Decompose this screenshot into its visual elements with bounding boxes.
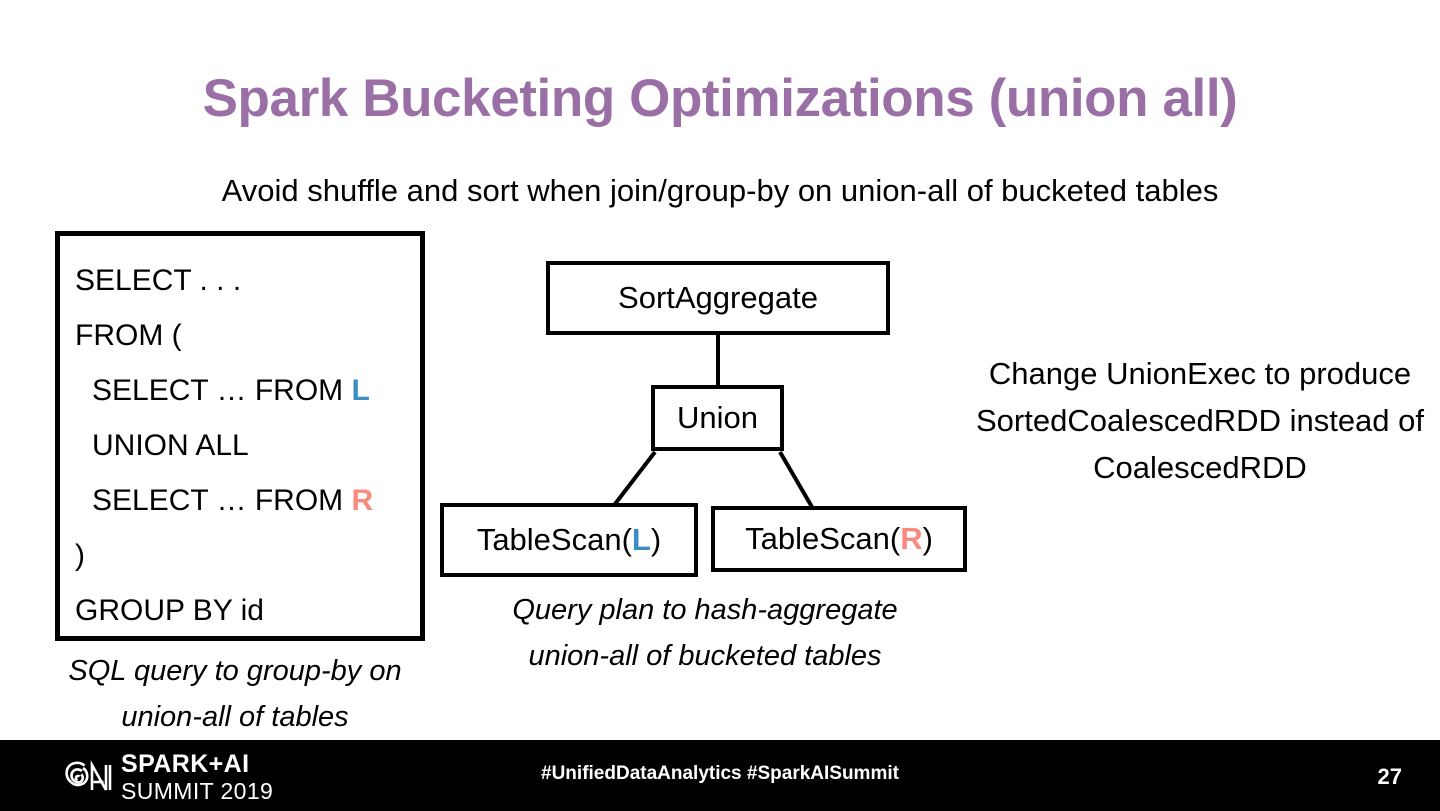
- plan-diagram-caption: Query plan to hash-aggregate union-all o…: [512, 594, 898, 672]
- plan-connector-lines: [613, 334, 814, 509]
- query-plan-diagram: [430, 250, 990, 590]
- side-note-text: Change UnionExec to produce SortedCoales…: [975, 356, 1425, 485]
- plan-node-tablescan-left[interactable]: TableScan(L): [440, 503, 698, 577]
- logo-line-summit: SUMMIT 2019: [121, 778, 274, 804]
- plan-node-union[interactable]: Union: [651, 385, 784, 451]
- plan-node-sortaggregate[interactable]: SortAggregate: [546, 261, 890, 335]
- sql-line-text: SELECT … FROM: [92, 374, 352, 407]
- plan-node-label: ): [650, 522, 662, 557]
- page-number: 27: [1377, 764, 1402, 789]
- plan-node-label: TableScan(: [476, 522, 632, 557]
- sql-query-panel: SELECT . . . FROM ( SELECT … FROM L UNIO…: [55, 231, 425, 641]
- sql-code-block: SELECT . . . FROM ( SELECT … FROM L UNIO…: [75, 253, 416, 638]
- plan-node-label: ): [922, 521, 933, 556]
- sql-line: GROUP BY id: [75, 594, 264, 627]
- sql-line: SELECT . . .: [75, 264, 242, 297]
- sql-line-text: SELECT … FROM: [92, 484, 352, 517]
- sql-line: FROM (: [75, 319, 182, 352]
- logo-wordmark: SPARK+AI SUMMIT 2019: [121, 752, 273, 803]
- sql-line: ): [75, 539, 85, 572]
- slide-subtitle: Avoid shuffle and sort when join/group-b…: [221, 173, 1219, 208]
- spark-ai-summit-logo: SPARK+AI SUMMIT 2019: [62, 752, 273, 803]
- sql-line: SELECT … FROM R: [75, 473, 416, 528]
- table-token-r: R: [900, 521, 923, 556]
- table-token-l: L: [351, 374, 370, 407]
- sql-line: SELECT … FROM L: [75, 363, 416, 418]
- footer-bar: SPARK+AI SUMMIT 2019 #UnifiedDataAnalyti…: [0, 740, 1440, 811]
- table-token-l: L: [631, 522, 651, 557]
- sql-line: UNION ALL: [92, 429, 249, 462]
- page-title: Spark Bucketing Optimizations (union all…: [202, 69, 1238, 128]
- plan-node-label: TableScan(: [745, 521, 901, 556]
- footer-hashtags: #UnifiedDataAnalytics #SparkAISummit: [541, 763, 899, 784]
- table-token-r: R: [351, 484, 374, 517]
- plan-node-tablescan-right[interactable]: TableScan(R): [711, 506, 967, 572]
- logo-line-sparkai: SPARK+AI: [121, 750, 250, 778]
- spark-spiral-icon: [65, 759, 112, 791]
- sql-panel-caption: SQL query to group-by on union-all of ta…: [68, 655, 402, 733]
